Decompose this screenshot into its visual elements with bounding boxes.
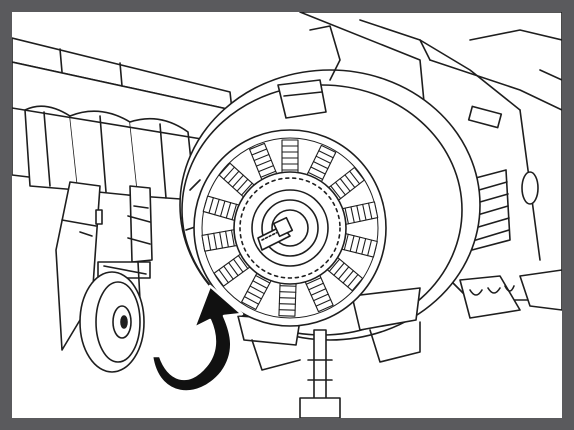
engine-stand <box>299 329 341 418</box>
wing <box>12 37 233 201</box>
rotate-arrow-icon <box>150 284 244 393</box>
propeller-shaft <box>251 189 329 267</box>
wheel <box>79 271 145 373</box>
